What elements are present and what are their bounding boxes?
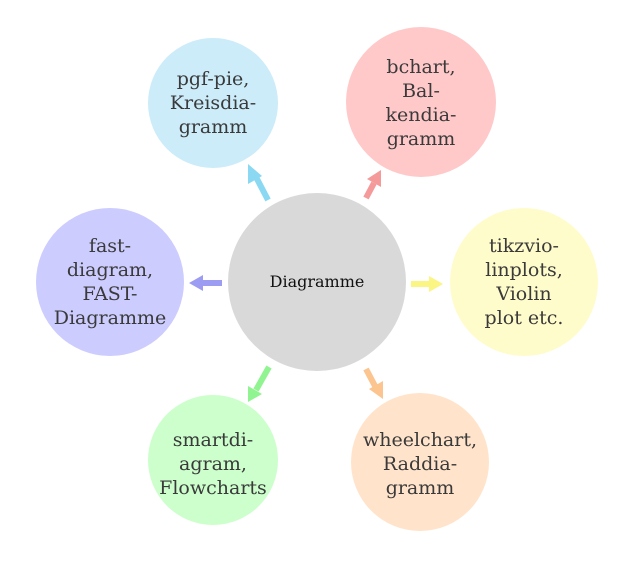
node-label-line: Violin <box>496 283 552 305</box>
node-label-line: gramm <box>386 128 456 150</box>
node-label-line: gramm <box>178 116 248 138</box>
node-label-line: Raddia- <box>382 453 458 475</box>
node-label-line: smartdi- <box>172 429 254 451</box>
arrow-to-wheelchart <box>363 367 383 399</box>
node-label-line: tikzvio- <box>489 235 559 257</box>
node-label-line: bchart, <box>386 56 456 78</box>
node-circle-wheelchart <box>351 393 489 531</box>
node-label-line: plot etc. <box>484 307 564 329</box>
node-label-line: wheelchart, <box>362 429 478 451</box>
node-circle-fastdiagram <box>36 208 184 356</box>
node-label-pgf-pie: pgf-pie, Kreisdia- gramm <box>148 67 278 139</box>
node-circle-bchart <box>346 27 496 177</box>
node-label-line: kendia- <box>385 104 457 126</box>
node-label-wheelchart: wheelchart, Raddia- gramm <box>351 428 489 500</box>
node-label-fastdiagram: fast- diagram, FAST- Diagramme <box>36 234 184 330</box>
node-label-tikzviolin: tikzvio- linplots, Violin plot etc. <box>450 234 598 330</box>
node-label-line: FAST- <box>82 283 138 305</box>
node-label-line: Bal- <box>402 80 440 102</box>
arrow-to-smartdiagram <box>248 365 272 402</box>
node-label-smartdiagram: smartdi- agram, Flowcharts <box>148 428 278 500</box>
node-label-line: Flowcharts <box>159 477 267 499</box>
node-label-line: pgf-pie, <box>176 68 250 90</box>
node-label-line: linplots, <box>485 259 563 281</box>
node-label-line: Kreisdia- <box>169 92 257 114</box>
node-label-line: Diagramme <box>53 307 167 329</box>
node-circle-smartdiagram <box>148 395 278 525</box>
node-label-line: agram, <box>179 453 247 475</box>
node-label-bchart: bchart, Bal- kendia- gramm <box>346 55 496 151</box>
center-circle <box>228 193 406 371</box>
arrow-to-fastdiagram <box>189 275 222 291</box>
arrow-to-pgf-pie <box>248 164 271 202</box>
node-circle-pgf-pie <box>148 38 278 168</box>
node-label-line: gramm <box>385 477 455 499</box>
node-circle-tikzviolin <box>450 208 598 356</box>
center-label: Diagramme <box>269 272 365 291</box>
node-label-line: fast- <box>88 235 132 257</box>
node-label-line: diagram, <box>66 259 154 281</box>
arrow-to-bchart <box>363 170 381 200</box>
arrow-to-tikzviolin <box>411 276 443 292</box>
